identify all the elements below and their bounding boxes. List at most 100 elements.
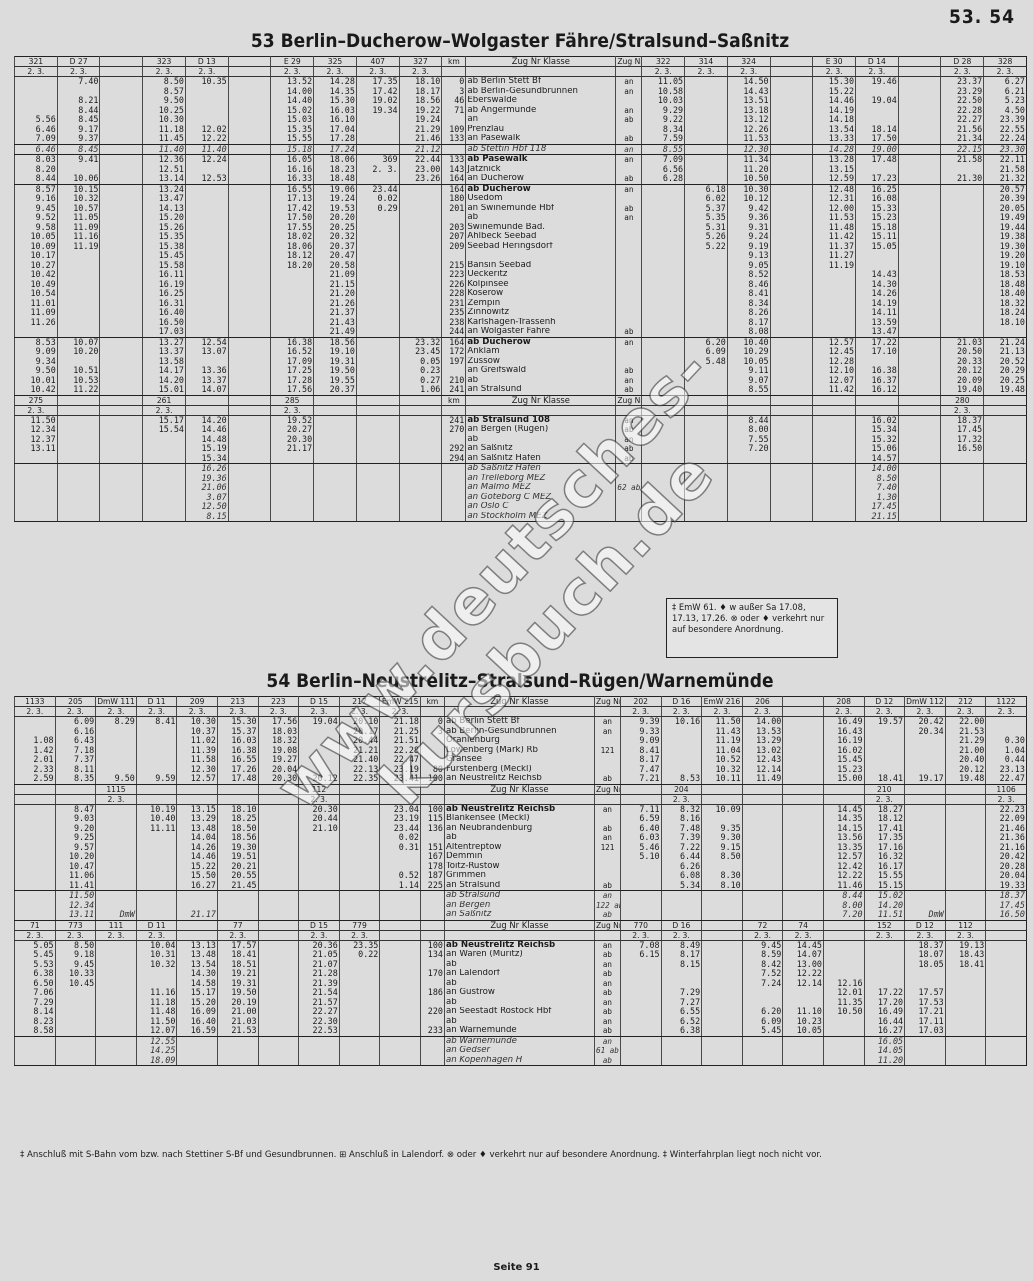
- time-cell: [216, 784, 259, 795]
- time-cell: [904, 833, 946, 843]
- time-cell: 5.26: [684, 232, 728, 242]
- station-cell: Oranienburg: [443, 736, 595, 746]
- time-cell: 19.04: [855, 96, 899, 106]
- time-cell: 8.03: [14, 154, 58, 165]
- time-cell: [184, 356, 229, 366]
- time-cell: 21.26: [313, 298, 357, 308]
- time-cell: [769, 356, 813, 366]
- time-cell: [940, 327, 984, 338]
- time-cell: 12.30: [176, 764, 218, 774]
- time-cell: [701, 814, 743, 824]
- time-cell: [257, 930, 299, 941]
- time-cell: 10.42: [14, 270, 58, 280]
- time-cell: [769, 375, 813, 385]
- time-cell: [355, 134, 400, 145]
- station-cell: an Bergen: [443, 900, 595, 910]
- time-cell: 2. 3.: [904, 930, 946, 941]
- time-cell: [769, 144, 813, 155]
- time-cell: [14, 871, 56, 881]
- time-cell: [641, 317, 685, 327]
- time-cell: 6.09: [741, 1016, 783, 1026]
- time-cell: [14, 483, 58, 493]
- time-cell: 11.50: [135, 1016, 177, 1026]
- time-cell: [379, 959, 421, 969]
- time-cell: [619, 1026, 662, 1037]
- time-cell: 19.51: [216, 852, 259, 862]
- time-cell: [355, 511, 400, 522]
- arr-dep-cell: ab: [615, 444, 642, 454]
- time-cell: [184, 270, 229, 280]
- km-cell: [419, 784, 445, 795]
- time-cell: [741, 871, 783, 881]
- time-cell: [701, 920, 743, 931]
- station-cell: Usedom: [465, 194, 616, 204]
- km-cell: 164: [441, 337, 466, 347]
- arr-dep-cell: [593, 706, 621, 717]
- time-cell: 9.11: [726, 366, 771, 376]
- time-cell: 10.12: [726, 194, 771, 204]
- time-cell: 10.47: [54, 861, 96, 871]
- time-cell: [769, 203, 813, 213]
- time-cell: [940, 270, 984, 280]
- time-cell: [227, 502, 271, 512]
- arr-dep-cell: ab: [615, 174, 642, 185]
- time-cell: [176, 900, 218, 910]
- time-cell: 11.51: [863, 910, 905, 921]
- time-cell: 22.24: [983, 134, 1027, 145]
- km-cell: [419, 910, 445, 921]
- time-cell: [338, 1046, 380, 1056]
- time-cell: [227, 213, 271, 223]
- time-cell: [983, 463, 1027, 474]
- time-cell: 10.01: [14, 375, 58, 385]
- time-cell: 2. 3.: [398, 66, 442, 77]
- time-cell: [398, 473, 442, 483]
- time-cell: [812, 279, 856, 289]
- time-cell: 11.40: [184, 144, 229, 155]
- time-cell: [863, 736, 905, 746]
- time-cell: [135, 736, 177, 746]
- time-cell: [184, 115, 229, 125]
- time-cell: 22.44: [398, 154, 442, 165]
- time-cell: [641, 356, 685, 366]
- time-cell: [641, 511, 685, 522]
- time-cell: [95, 745, 137, 755]
- km-cell: [441, 366, 466, 376]
- time-cell: 19.31: [216, 978, 259, 988]
- time-cell: 21.16: [985, 842, 1027, 852]
- time-cell: [184, 164, 229, 174]
- time-cell: [270, 502, 314, 512]
- time-cell: [398, 492, 442, 502]
- time-cell: [726, 473, 771, 483]
- time-cell: [95, 842, 137, 852]
- time-cell: [983, 502, 1027, 512]
- time-cell: [270, 279, 314, 289]
- time-cell: [983, 473, 1027, 483]
- time-cell: 19.27: [257, 755, 299, 765]
- time-cell: [769, 134, 813, 145]
- time-cell: 112: [944, 920, 986, 931]
- time-cell: 6.52: [660, 1016, 702, 1026]
- time-cell: 16.55: [216, 755, 259, 765]
- time-cell: [379, 784, 421, 795]
- time-cell: 18.43: [944, 950, 986, 960]
- time-cell: 14.48: [184, 434, 229, 444]
- time-cell: [897, 327, 941, 338]
- time-cell: [14, 890, 56, 901]
- header-row: 2. 3.2. 3.2. 3.2. 3.2. 3.2. 3.2. 3.2. 3.…: [14, 706, 1027, 717]
- time-cell: [985, 1007, 1027, 1017]
- time-cell: [940, 194, 984, 204]
- time-cell: [14, 453, 58, 464]
- time-cell: [227, 184, 271, 194]
- time-cell: [822, 1016, 864, 1026]
- time-cell: [95, 736, 137, 746]
- time-cell: 2. 3.: [619, 706, 662, 717]
- time-cell: 21.34: [940, 134, 984, 145]
- time-cell: 10.53: [56, 375, 100, 385]
- time-cell: [257, 823, 299, 833]
